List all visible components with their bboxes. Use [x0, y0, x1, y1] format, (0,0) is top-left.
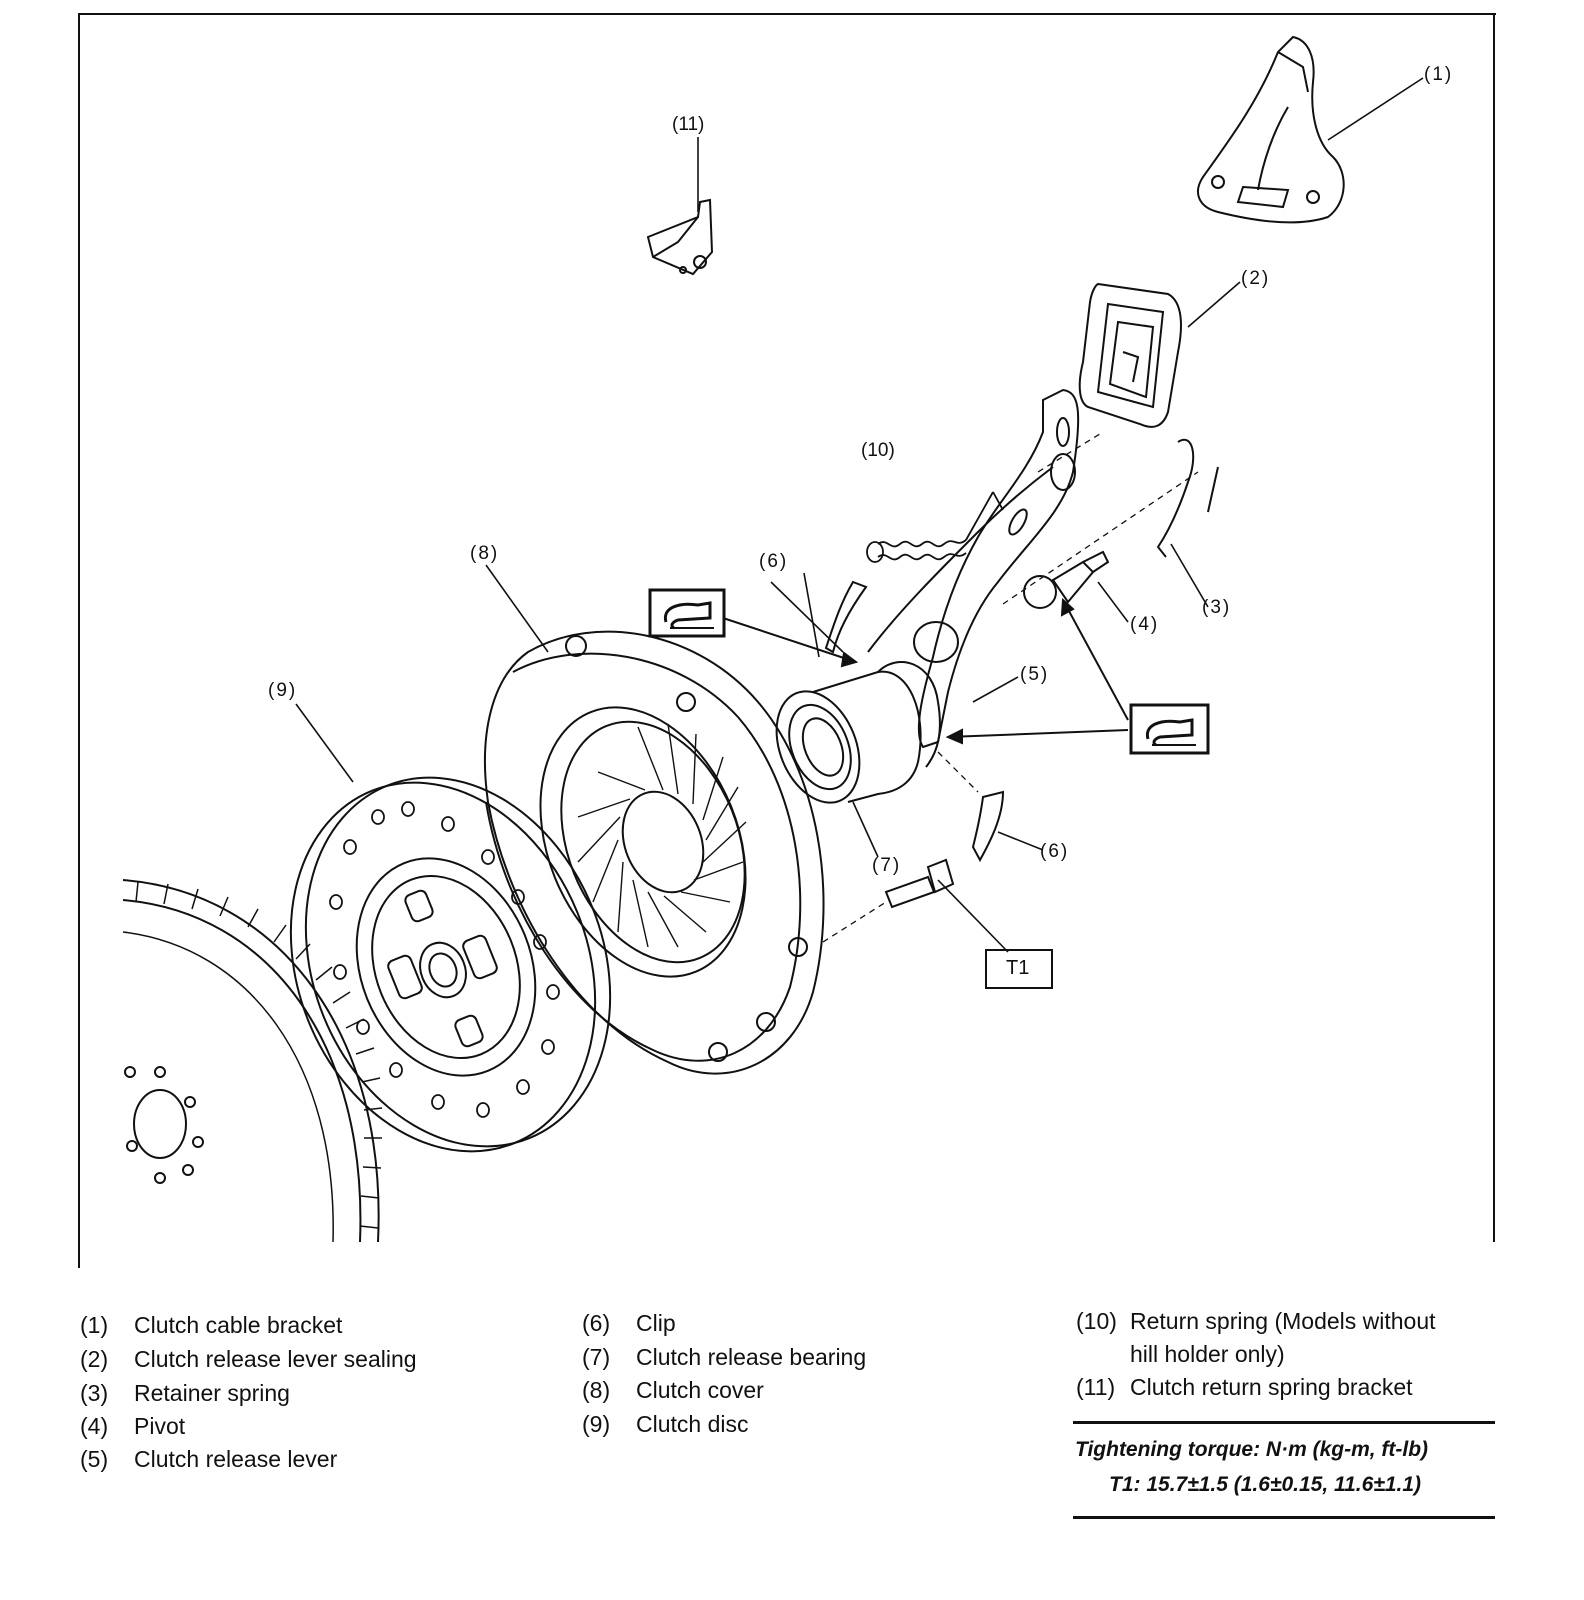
pivot — [1023, 550, 1110, 609]
torque-spec-box: Tightening torque: N·m (kg-m, ft-lb) T1:… — [1073, 1421, 1495, 1519]
legend-label: hill holder only) — [1130, 1341, 1285, 1367]
legend-item-continuation: hill holder only) — [1130, 1341, 1285, 1368]
cable-bracket — [1197, 35, 1345, 224]
legend-label: Clutch cable bracket — [134, 1312, 343, 1338]
bolt — [884, 858, 955, 909]
legend-label: Clip — [636, 1310, 676, 1336]
torque-tag-box — [985, 949, 1053, 989]
legend-item: (9) Clutch disc — [582, 1411, 748, 1438]
callout-6-lower: (6) — [1040, 841, 1070, 862]
clutch-disc — [289, 776, 612, 1153]
flywheel — [122, 879, 383, 1243]
callout-5: (5) — [1020, 664, 1050, 685]
callout-7: (7) — [872, 855, 902, 876]
callout-1: (1) — [1424, 64, 1454, 85]
legend-item: (6) Clip — [582, 1310, 676, 1337]
legend-item: (1) Clutch cable bracket — [80, 1312, 342, 1339]
legend-num: (6) — [582, 1310, 611, 1336]
legend-item: (2) Clutch release lever sealing — [80, 1346, 417, 1373]
legend-label: Retainer spring — [134, 1380, 290, 1406]
callout-9: (9) — [268, 680, 298, 701]
callout-2: (2) — [1241, 268, 1271, 289]
release-bearing — [775, 661, 941, 804]
legend-num: (3) — [80, 1380, 109, 1406]
exploded-diagram — [78, 13, 1496, 1268]
legend-item: (11) Clutch return spring bracket — [1076, 1374, 1413, 1401]
clip-lower — [971, 790, 1005, 863]
callout-6-upper: (6) — [759, 551, 789, 572]
clip-upper — [824, 580, 868, 654]
legend-label: Pivot — [134, 1413, 186, 1439]
release-lever — [867, 388, 1080, 749]
legend-item: (8) Clutch cover — [582, 1377, 764, 1404]
exploded-diagram-frame: (1) (2) (3) (4) (5) (6) (6) (7) (8) (9) … — [78, 12, 1496, 1268]
torque-value: T1: 15.7±1.5 (1.6±0.15, 11.6±1.1) — [1109, 1473, 1422, 1496]
legend-item: (7) Clutch release bearing — [582, 1344, 866, 1371]
torque-tag-label: T1 — [1006, 957, 1030, 979]
legend-label: Clutch release lever — [134, 1446, 338, 1472]
grease-application-icon-2 — [1129, 703, 1210, 755]
grease-arrows — [722, 597, 1129, 745]
assembly-lines — [822, 431, 1199, 943]
leader-lines — [295, 77, 1424, 953]
legend-num: (10) — [1076, 1308, 1117, 1334]
legend-num: (9) — [582, 1411, 611, 1437]
legend-num: (11) — [1076, 1374, 1116, 1400]
legend-label: Clutch return spring bracket — [1130, 1374, 1413, 1400]
legend-item: (5) Clutch release lever — [80, 1446, 337, 1473]
legend-item: (3) Retainer spring — [80, 1380, 290, 1407]
legend-num: (8) — [582, 1377, 611, 1403]
callout-4: (4) — [1130, 614, 1160, 635]
callout-3: (3) — [1202, 597, 1232, 618]
legend-item: (4) Pivot — [80, 1413, 185, 1440]
lever-sealing — [1078, 282, 1182, 428]
legend-num: (2) — [80, 1346, 109, 1372]
legend-item: (10) Return spring (Models without — [1076, 1308, 1436, 1335]
torque-heading: Tightening torque: N·m (kg-m, ft-lb) — [1075, 1438, 1429, 1461]
legend-num: (7) — [582, 1344, 611, 1370]
legend-num: (4) — [80, 1413, 109, 1439]
retainer-spring — [1156, 438, 1219, 558]
legend-num: (5) — [80, 1446, 109, 1472]
clutch-cover — [483, 630, 825, 1075]
legend-label: Return spring (Models without — [1130, 1308, 1436, 1334]
callout-10: (10) — [861, 440, 895, 461]
legend-label: Clutch disc — [636, 1411, 749, 1437]
callout-8: (8) — [470, 543, 500, 564]
legend-num: (1) — [80, 1312, 109, 1338]
legend-label: Clutch cover — [636, 1377, 764, 1403]
return-spring — [866, 491, 1004, 563]
grease-application-icon — [648, 588, 726, 638]
callout-11: (11) — [672, 114, 705, 135]
legend-label: Clutch release bearing — [636, 1344, 867, 1370]
return-spring-bracket — [646, 198, 714, 276]
legend-label: Clutch release lever sealing — [134, 1346, 417, 1372]
